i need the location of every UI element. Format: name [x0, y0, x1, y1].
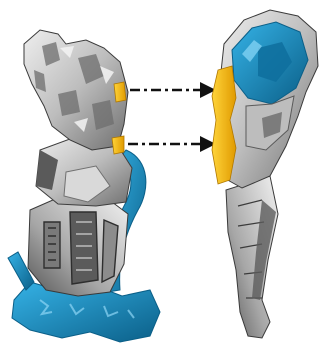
left-yellow-contact-upper — [114, 82, 126, 102]
right-lower-shaft — [226, 176, 278, 338]
left-yellow-contact-lower — [112, 136, 124, 154]
arrow-upper — [130, 82, 216, 98]
right-anatomy-model — [212, 10, 318, 338]
arrows-group — [128, 82, 216, 152]
arrow-lower — [128, 136, 216, 152]
left-anatomy-model — [8, 30, 160, 342]
